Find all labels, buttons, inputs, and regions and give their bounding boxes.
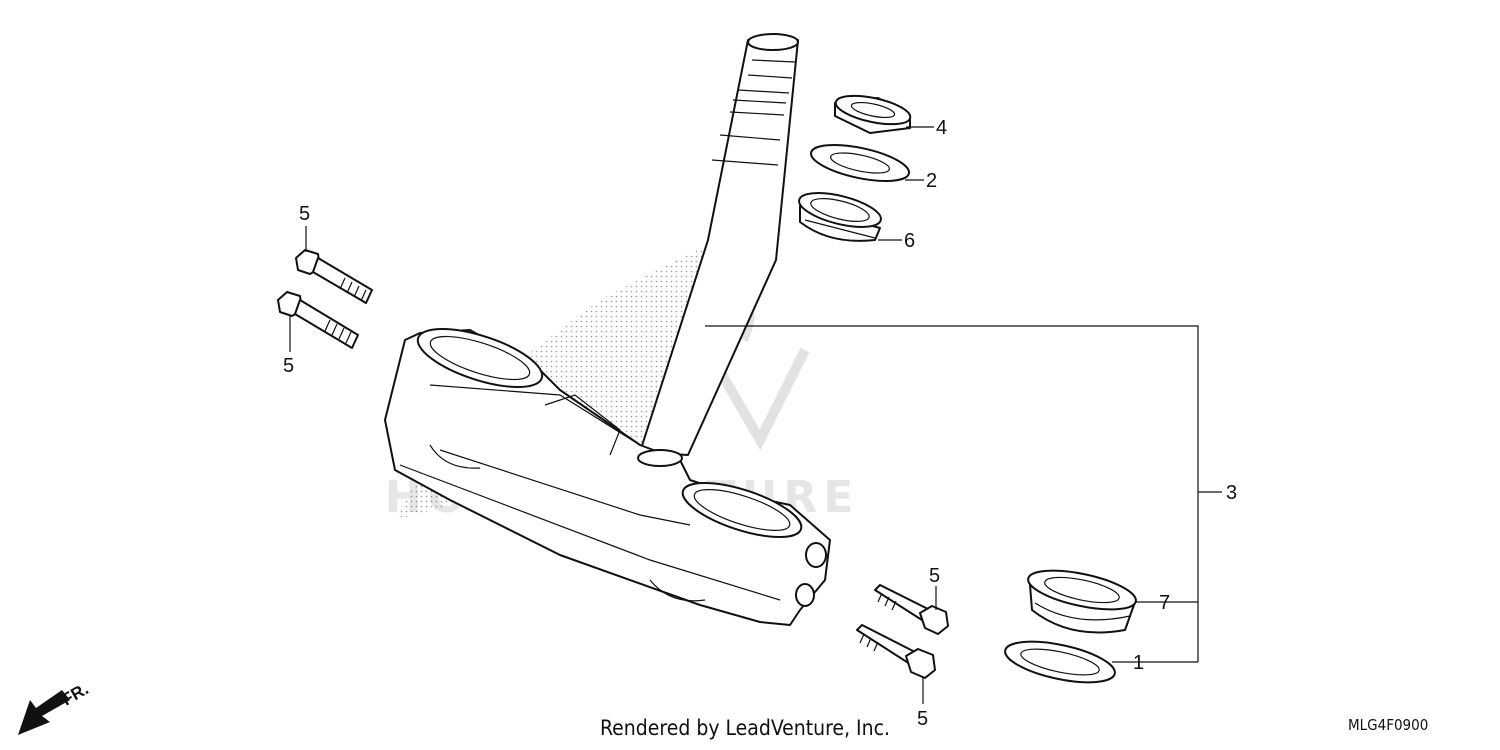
lower-bearing [1027,569,1137,634]
callouts: 4 2 6 5 5 3 7 1 5 5 [283,117,1237,730]
callout-1: 1 [1133,652,1144,674]
flange-bolt-lower [277,291,359,349]
diagram-code: MLG4F0900 [1348,716,1429,734]
flange-bolt-right-upper [874,584,949,635]
callout-6: 6 [904,230,915,252]
dust-seal [809,144,911,182]
callout-3: 3 [1226,482,1237,504]
upper-bearing [798,192,882,242]
callout-7: 7 [1159,592,1170,614]
callout-5-lower-left: 5 [283,355,294,377]
callout-5-upper-left: 5 [299,203,310,225]
stem-nut [834,94,912,134]
leader-lines [289,126,1222,704]
lower-dust-seal [1004,640,1116,684]
flange-bolt-right-lower [856,624,936,679]
front-label: FR. [59,679,92,709]
callout-4: 4 [936,117,947,139]
front-direction-marker: FR. [18,679,92,735]
render-credit: Rendered by LeadVenture, Inc. [600,716,890,740]
arrow-down-left-icon [18,690,70,735]
callout-5-right-upper: 5 [929,565,940,587]
steering-stem [384,33,831,626]
callout-5-right-lower: 5 [917,708,928,730]
callout-2: 2 [926,170,937,192]
flange-bolt-upper [295,249,373,304]
